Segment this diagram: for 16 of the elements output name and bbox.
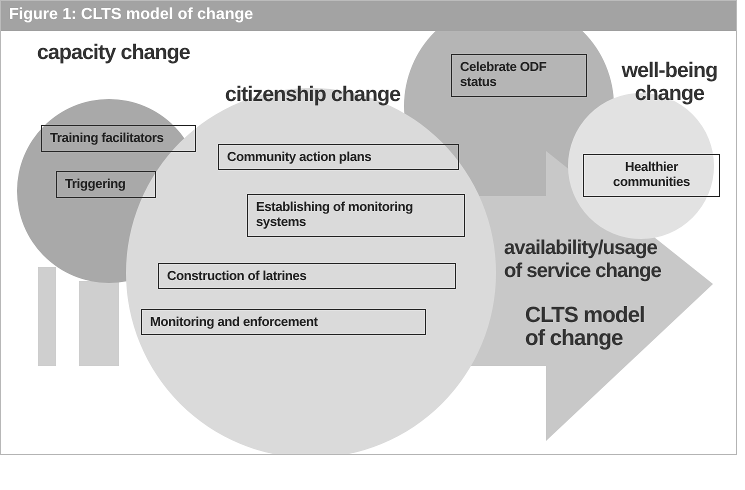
circle-heading: citizenship change <box>225 83 402 106</box>
vertical-bar <box>38 267 56 366</box>
activity-box: Monitoring and enforcement <box>141 309 426 335</box>
activity-box: Healthier communities <box>583 154 720 197</box>
activity-box: Training facilitators <box>41 125 196 152</box>
activity-box: Establishing of monitoring systems <box>247 194 465 237</box>
activity-box: Celebrate ODF status <box>451 54 587 97</box>
activity-box: Construction of latrines <box>158 263 456 289</box>
activity-box: Community action plans <box>218 144 459 170</box>
activity-box: Triggering <box>56 171 156 198</box>
figure-title: Figure 1: CLTS model of change <box>9 6 254 24</box>
model-title: CLTS model of change <box>525 303 646 349</box>
circle-heading: capacity change <box>37 41 191 64</box>
arrow-heading: availability/usage of service change <box>504 237 662 283</box>
vertical-bar <box>79 281 119 366</box>
circle-heading: well-being change <box>620 59 718 105</box>
